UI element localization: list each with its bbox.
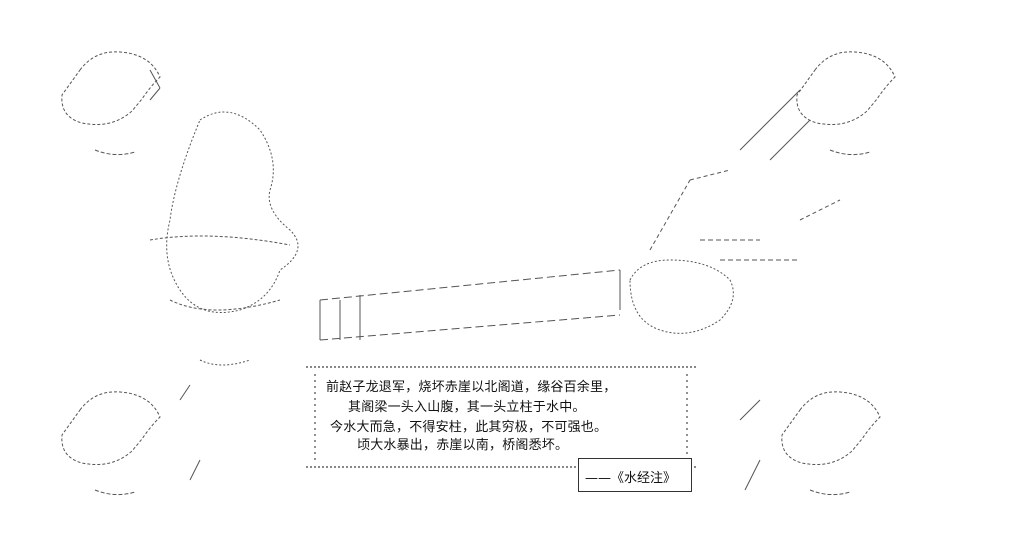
source-box: ——《水经注》 — [578, 458, 692, 492]
quote-line-4: 顷大水暴出，赤崖以南，桥阁悉坏。 — [357, 438, 569, 453]
figure-top-left — [61, 51, 161, 156]
figure-top-right — [739, 51, 896, 161]
source-citation: ——《水经注》 — [585, 471, 677, 486]
quote-box — [306, 366, 696, 468]
quote-line-2: 其阁梁一头入山腹，其一头立柱于水中。 — [348, 400, 586, 415]
quote-line-3: 今水大而急，不得安柱，此其穷极，不可强也。 — [330, 420, 608, 435]
quote-box-right-dots — [684, 372, 690, 462]
quote-box-left-dots — [312, 372, 318, 462]
figure-bottom-left — [61, 384, 201, 496]
figure-central-left — [149, 111, 299, 366]
quote-line-1: 前赵子龙退军，烧坏赤崖以北阁道，缘谷百余里， — [326, 380, 617, 395]
figure-bottom-right — [739, 391, 881, 496]
beam — [319, 269, 621, 341]
figure-central-right — [629, 169, 841, 334]
